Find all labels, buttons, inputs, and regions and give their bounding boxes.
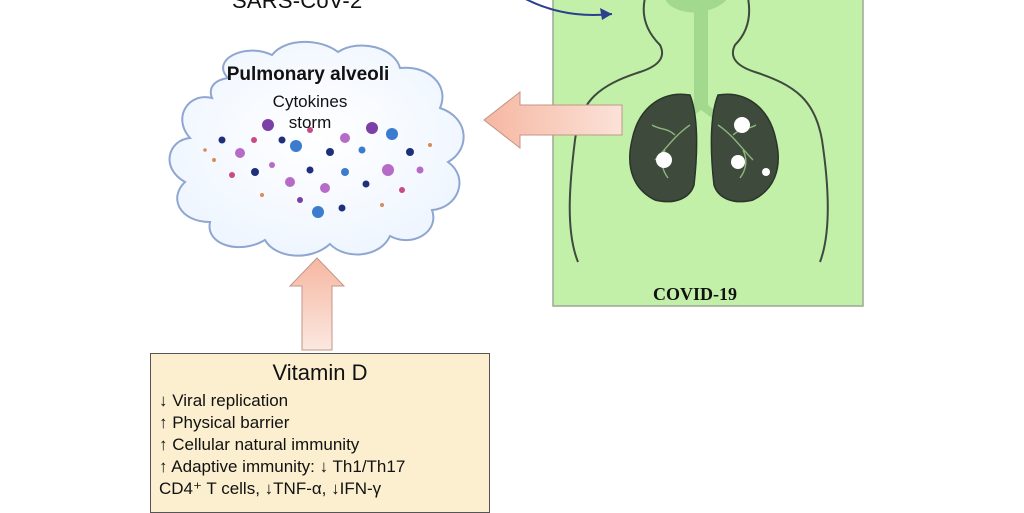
lungs: [629, 93, 779, 203]
vitamin-d-effect: ↑ Physical barrier: [159, 413, 290, 432]
right-margin: [875, 0, 1024, 500]
cytokine-cells: [203, 119, 432, 218]
lungs-to-alveoli-arrow: [483, 90, 623, 150]
alveoli-cloud: [168, 40, 465, 257]
alveoli-title: Pulmonary alveoli: [226, 64, 390, 85]
vitamin-d-effect: ↑ Adaptive immunity: ↓ Th1/Th17: [159, 457, 406, 476]
covid-label: COVID-19: [653, 284, 737, 304]
vitamin-d-effect: ↓ Viral replication: [159, 391, 289, 410]
alveoli-line2: storm: [288, 113, 332, 132]
vitamin-d-title: Vitamin D: [272, 360, 368, 385]
left-margin: [0, 0, 145, 500]
virus-entry-arrow: [525, 0, 613, 20]
alveoli-subtitle: Cytokines storm: [250, 91, 370, 133]
virus-label: SARS-CoV-2: [232, 0, 363, 13]
vitamin-d-to-alveoli-arrow: [288, 257, 346, 351]
diagram-graphics: [168, 0, 864, 351]
alveoli-line1: Cytokines: [272, 92, 348, 111]
vitamin-d-effects: ↓ Viral replication ↑ Physical barrier ↑…: [159, 390, 405, 500]
vitamin-d-effect: CD4⁺ T cells, ↓TNF-α, ↓IFN-γ: [159, 479, 382, 498]
vitamin-d-effect: ↑ Cellular natural immunity: [159, 435, 360, 454]
human-silhouette: [568, 0, 829, 263]
vitamin-d-box: Vitamin D ↓ Viral replication ↑ Physical…: [150, 353, 490, 513]
